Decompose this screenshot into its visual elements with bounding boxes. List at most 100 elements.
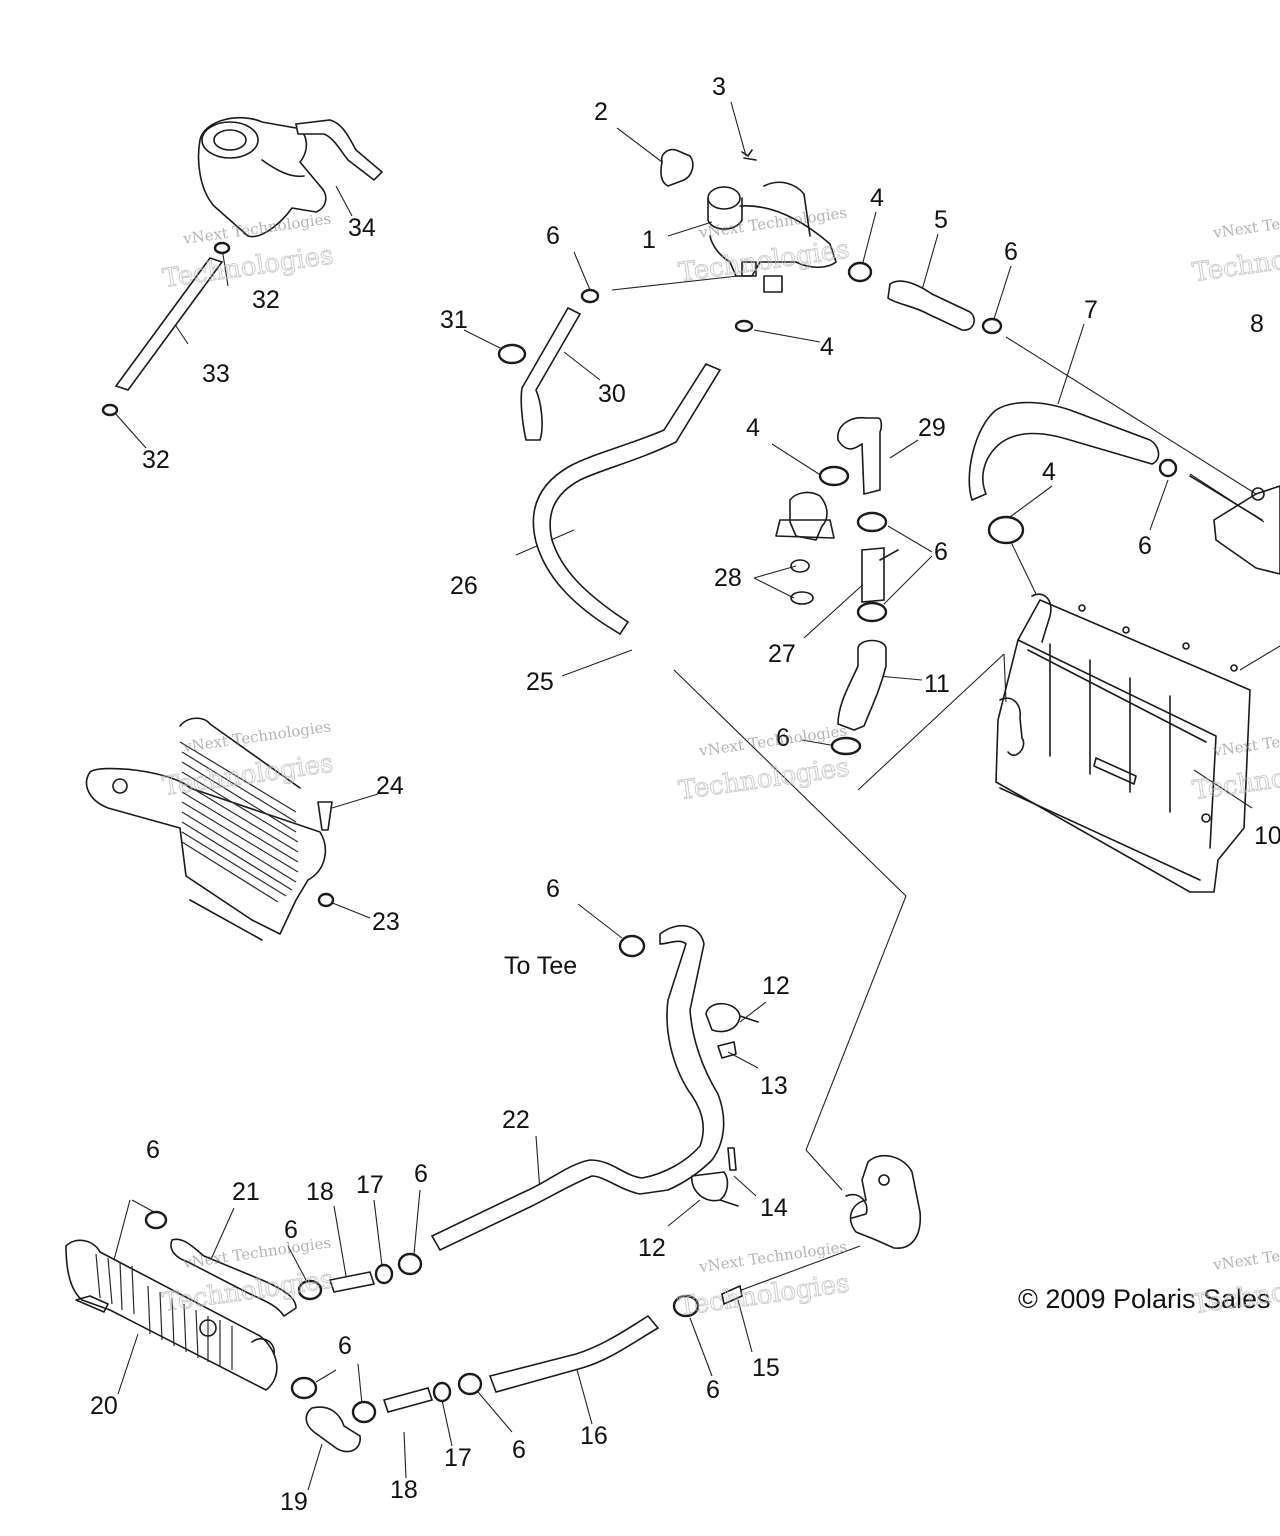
callout-6: 6 <box>1138 532 1152 560</box>
callout-15: 15 <box>752 1354 780 1382</box>
callout-7: 7 <box>1084 296 1098 324</box>
callout-2: 2 <box>594 98 608 126</box>
callout-6: 6 <box>512 1436 526 1464</box>
callout-12: 12 <box>762 972 790 1000</box>
callout-27: 27 <box>768 640 796 668</box>
watermark-line2: Technologies <box>677 753 852 807</box>
watermark: vNext Technologies Technologies <box>676 203 852 288</box>
hose-30 <box>520 306 582 441</box>
clamp-19-a <box>290 1376 318 1400</box>
reservoir-bottle <box>197 116 384 238</box>
copyright-notice: © 2009 Polaris Sales <box>1018 1284 1271 1314</box>
bolt-13 <box>717 1041 737 1059</box>
watermark: vNext Technologies Technologies <box>676 1237 852 1323</box>
hose-22 <box>430 925 725 1252</box>
watermark-line1: vNext Technologies <box>1211 203 1280 242</box>
callout-8: 8 <box>1250 310 1264 338</box>
hose-7 <box>968 401 1160 502</box>
callout-22: 22 <box>502 1106 530 1134</box>
watermark-line1: vNext Technologies <box>697 1237 848 1276</box>
watermark-line2: Technologies <box>1191 753 1280 807</box>
clamp-19-b <box>351 1400 377 1424</box>
ring-17-lower <box>432 1381 452 1403</box>
callout-32: 32 <box>142 446 170 474</box>
watermark-line1: vNext Technologies <box>181 1233 332 1272</box>
callout-6: 6 <box>146 1136 160 1164</box>
tube-18-upper <box>328 1271 376 1293</box>
callout-17: 17 <box>444 1444 472 1472</box>
callout-6: 6 <box>414 1160 428 1188</box>
callout-20: 20 <box>90 1392 118 1420</box>
upper-clamps <box>497 261 1003 365</box>
callout-4: 4 <box>1042 458 1056 486</box>
callout-18: 18 <box>306 1178 334 1206</box>
watermark: vNext Technologies Technologies <box>1190 203 1280 288</box>
clamp-22-end <box>397 1252 423 1276</box>
callout-4: 4 <box>870 184 884 212</box>
hose-21 <box>170 1238 297 1318</box>
callout-18: 18 <box>390 1476 418 1504</box>
watermark-line1: vNext Technologies <box>1211 1235 1280 1274</box>
hose-16 <box>488 1314 660 1393</box>
water-pump-housing <box>845 1154 921 1249</box>
callout-25: 25 <box>526 668 554 696</box>
clamp-upper-22 <box>618 934 646 958</box>
callout-32: 32 <box>252 286 280 314</box>
callout-6: 6 <box>338 1332 352 1360</box>
callout-30: 30 <box>598 380 626 408</box>
callout-21: 21 <box>232 1178 260 1206</box>
callout-31: 31 <box>440 306 468 334</box>
callout-10: 10 <box>1254 822 1280 850</box>
callout-5: 5 <box>934 206 948 234</box>
p-clamp-12-upper <box>705 1002 759 1033</box>
ring-17-upper <box>374 1263 394 1285</box>
callout-19: 19 <box>280 1488 308 1516</box>
watermark: vNext Technologies Technologies <box>1190 1235 1280 1320</box>
leader-lines <box>113 101 1280 1491</box>
clamp-16-a <box>457 1372 483 1396</box>
callout-14: 14 <box>760 1194 788 1222</box>
rivet-14 <box>727 1147 737 1171</box>
watermark: vNext Technologies Technologies <box>160 209 336 295</box>
callout-12: 12 <box>638 1234 666 1262</box>
callout-33: 33 <box>202 360 230 388</box>
overflow-hose <box>101 241 231 417</box>
watermark-line2: Technologies <box>677 1269 852 1323</box>
hose-26 <box>532 362 722 636</box>
callout-6: 6 <box>546 875 560 903</box>
clamp-16-b <box>672 1294 700 1318</box>
callout-3: 3 <box>712 73 726 101</box>
callout-6: 6 <box>1004 238 1018 266</box>
callout-34: 34 <box>348 214 376 242</box>
heat-exchanger-mount <box>85 717 335 941</box>
hose-19 <box>305 1406 361 1453</box>
watermark: vNext Technologies Technologies <box>160 717 336 803</box>
callout-labels: 1 2 3 4 4 4 4 5 6 6 6 6 6 6 6 6 6 6 6 6 … <box>90 73 1280 1516</box>
bracket-8 <box>1189 475 1280 575</box>
callout-6: 6 <box>776 724 790 752</box>
callout-6: 6 <box>706 1376 720 1404</box>
thermostat-assembly <box>775 416 899 756</box>
watermark: vNext Technologies Technologies <box>676 721 852 807</box>
callout-24: 24 <box>376 772 404 800</box>
clamp-20-a <box>144 1210 168 1230</box>
callout-29: 29 <box>918 414 946 442</box>
callout-26: 26 <box>450 572 478 600</box>
to-tee-note: To Tee <box>504 952 577 980</box>
tube-18-lower <box>382 1387 434 1413</box>
callout-6: 6 <box>546 222 560 250</box>
watermark-line2: Technologies <box>161 1265 336 1319</box>
callout-13: 13 <box>760 1072 788 1100</box>
radiator <box>995 593 1251 893</box>
watermark-line2: Technologies <box>161 749 336 803</box>
filler-neck <box>660 148 837 293</box>
hose-5 <box>887 280 975 331</box>
watermark-line2: Technologies <box>161 241 336 295</box>
callout-1: 1 <box>642 226 656 254</box>
fitting-15 <box>721 1284 743 1306</box>
callout-28: 28 <box>714 564 742 592</box>
watermark-line1: vNext Technologies <box>181 209 332 248</box>
callout-17: 17 <box>356 1171 384 1199</box>
watermark: vNext Technologies Technologies <box>1190 721 1280 807</box>
